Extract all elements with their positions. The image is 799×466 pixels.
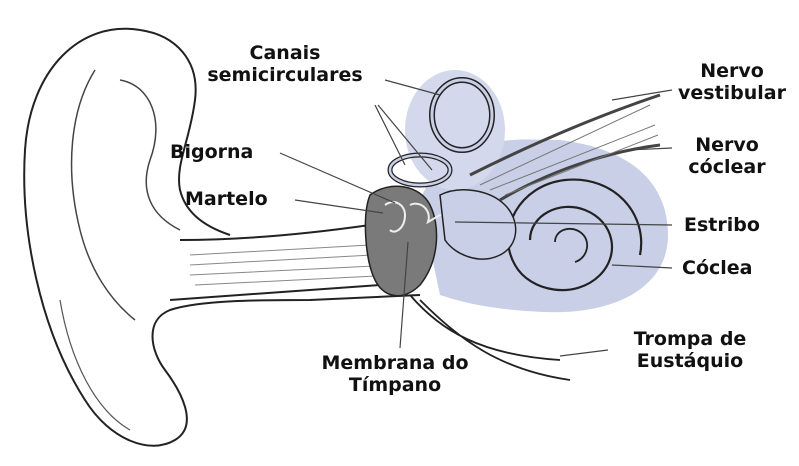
label-nervo-coclear: Nervo cóclear	[672, 134, 782, 178]
ear-canal-top	[180, 225, 370, 240]
label-trompa-eustaquio: Trompa de Eustáquio	[600, 328, 780, 372]
label-nervo-vestibular: Nervo vestibular	[672, 60, 792, 104]
label-coclea: Cóclea	[682, 257, 752, 279]
lobe-outline	[60, 300, 130, 430]
label-trompa-line1: Trompa de	[600, 328, 780, 350]
leader-bigorna	[280, 153, 395, 203]
label-membrana-line2: Tímpano	[290, 374, 500, 396]
label-membrana-line1: Membrana do	[290, 352, 500, 374]
label-nervo-coclear-line1: Nervo	[672, 134, 782, 156]
label-canais-line1: Canais	[185, 42, 385, 64]
label-estribo: Estribo	[684, 214, 760, 236]
label-nervo-vestibular-line1: Nervo	[672, 60, 792, 82]
label-trompa-line2: Eustáquio	[600, 350, 780, 372]
label-canais-line2: semicirculares	[185, 64, 385, 86]
middle-ear-mass	[365, 186, 436, 295]
label-martelo: Martelo	[185, 188, 268, 210]
leader-nervo-vestibular	[612, 90, 672, 100]
ear-canal-hatching	[190, 245, 376, 285]
pinna-inner-fold	[72, 70, 135, 320]
label-nervo-coclear-line2: cóclear	[672, 156, 782, 178]
label-bigorna: Bigorna	[170, 141, 253, 163]
label-membrana-timpano: Membrana do Tímpano	[290, 352, 500, 396]
label-nervo-vestibular-line2: vestibular	[672, 82, 792, 104]
label-canais-semicirculares: Canais semicirculares	[185, 42, 385, 86]
